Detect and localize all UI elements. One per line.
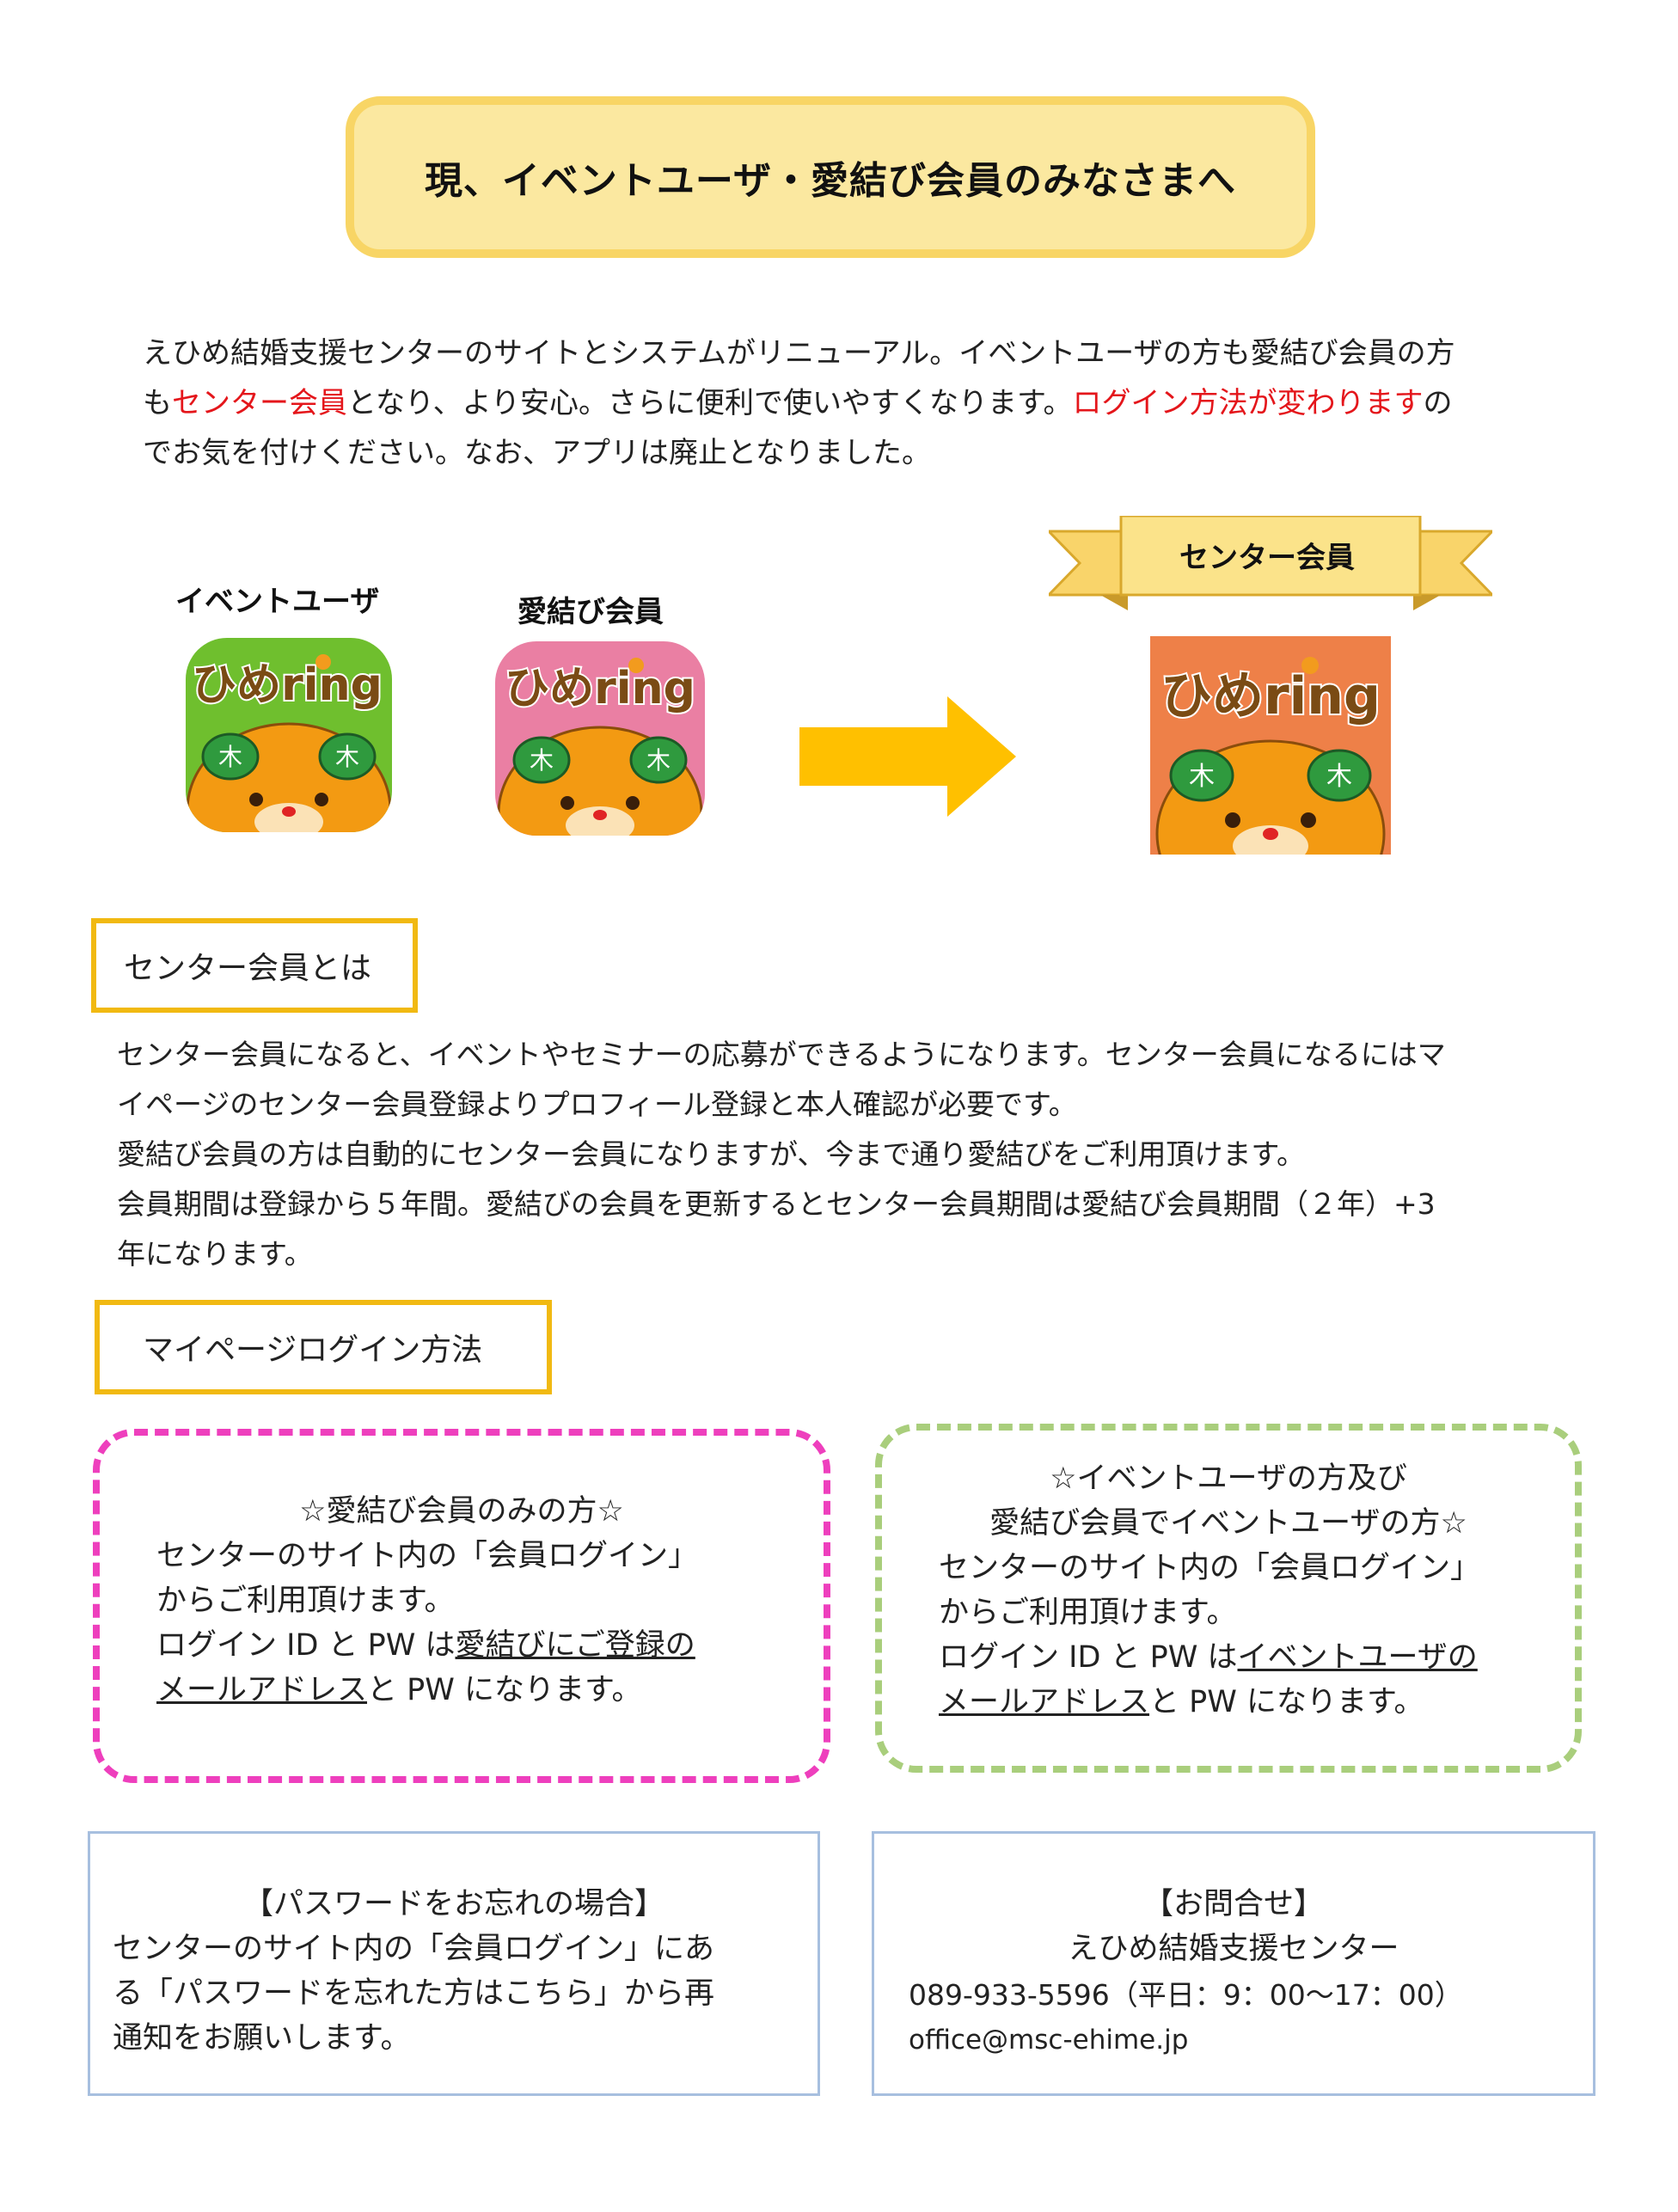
login-instruction-line: からご利用頂けます。 (939, 1596, 1237, 1630)
login-instruction-line: ログイン ID と PW は愛結びにご登録の (156, 1623, 810, 1668)
app-name-text: ひめring (1161, 666, 1381, 726)
svg-text:木: 木 (1326, 762, 1352, 792)
password-help-title: 【パスワードをお忘れの場合】 (242, 1887, 664, 1921)
svg-text:木: 木 (530, 746, 554, 775)
login-id-email: メールアドレス (156, 1673, 368, 1707)
event-user-label: イベントユーザ (175, 585, 380, 619)
intro-text: となり、より安心。さらに便利で使いやすくなります。 (347, 386, 1073, 420)
login-method-heading-text: マイページログイン方法 (143, 1333, 483, 1368)
login-id-source: イベントユーザの (1237, 1640, 1478, 1675)
right-arrow-icon (799, 696, 1016, 817)
svg-text:木: 木 (646, 746, 671, 775)
center-about-line: センター会員になると、イベントやセミナーの応募ができるようになります。センター会… (117, 1038, 1446, 1071)
intro-paragraph: えひめ結婚支援センターのサイトとシステムがリニューアル。イベントユーザの方も愛結… (143, 328, 1552, 478)
password-help-line: 通知をお願いします。 (113, 2021, 411, 2056)
aimusubi-member-label: 愛結び会員 (517, 595, 664, 629)
center-about-body: センター会員になると、イベントやセミナーの応募ができるようになります。センター会… (117, 1030, 1561, 1279)
intro-line-2: もセンター会員となり、より安心。さらに便利で使いやすくなります。ログイン方法が変… (143, 378, 1552, 428)
center-member-app-icon: ひめring 木 木 (1150, 636, 1391, 855)
intro-text: の (1423, 386, 1453, 420)
login-instruction-line: メールアドレスと PW になります。 (939, 1680, 1575, 1725)
intro-line-3: でお気を付けください。なお、アプリは廃止となりました。 (143, 436, 931, 470)
login-id-text: と PW になります。 (1149, 1685, 1424, 1719)
intro-text: も (143, 386, 172, 420)
event-user-title-line: ☆イベントユーザの方及び (1050, 1461, 1407, 1496)
svg-text:木: 木 (1189, 762, 1215, 792)
login-instruction-line: センターのサイト内の「会員ログイン」 (156, 1539, 699, 1573)
password-help-line: る「パスワードを忘れた方はこちら」から再 (113, 1976, 715, 2011)
center-about-line: 愛結び会員の方は自動的にセンター会員になりますが、今まで通り愛結びをご利用頂けま… (117, 1137, 1306, 1171)
aimusubi-only-title: ☆愛結び会員のみの方☆ (299, 1494, 624, 1529)
title-banner: 現、イベントユーザ・愛結び会員のみなさまへ (346, 96, 1315, 258)
login-id-text: と PW になります。 (367, 1673, 642, 1707)
contact-title: 【お問合せ】 (1142, 1887, 1324, 1921)
event-user-login-box: ☆イベントユーザの方及び 愛結び会員でイベントユーザの方☆ センターのサイト内の… (875, 1424, 1582, 1773)
event-user-body: センターのサイト内の「会員ログイン」 からご利用頂けます。 ログイン ID と … (939, 1546, 1575, 1725)
login-id-email: メールアドレス (939, 1685, 1150, 1719)
login-instruction-line: メールアドレスと PW になります。 (156, 1668, 810, 1713)
contact-phone: 089-933-5596（平日：9：00～17：00） (909, 1978, 1463, 2012)
event-user-app-icon: ひめring 木 木 (186, 638, 392, 832)
aimusubi-only-body: センターのサイト内の「会員ログイン」 からご利用頂けます。 ログイン ID と … (156, 1534, 810, 1713)
svg-text:木: 木 (335, 743, 359, 771)
login-instruction-line: センターのサイト内の「会員ログイン」 (939, 1551, 1481, 1585)
aimusubi-only-login-box: ☆愛結び会員のみの方☆ センターのサイト内の「会員ログイン」 からご利用頂けます… (93, 1429, 830, 1783)
ribbon-label: センター会員 (1179, 540, 1355, 575)
login-id-text: ログイン ID と PW は (939, 1640, 1238, 1675)
password-help-line: センターのサイト内の「会員ログイン」にあ (113, 1932, 715, 1966)
page-title: 現、イベントユーザ・愛結び会員のみなさまへ (424, 159, 1237, 203)
login-instruction-line: からご利用頂けます。 (156, 1584, 455, 1618)
center-about-heading-text: センター会員とは (124, 951, 372, 986)
center-about-line: 会員期間は登録から５年間。愛結びの会員を更新するとセンター会員期間は愛結び会員期… (117, 1187, 1436, 1221)
login-method-heading: マイページログイン方法 (95, 1300, 552, 1394)
password-help-body: センターのサイト内の「会員ログイン」にあ る「パスワードを忘れた方はこちら」から… (113, 1927, 809, 2061)
intro-line-1: えひめ結婚支援センターのサイトとシステムがリニューアル。イベントユーザの方も愛結… (143, 336, 1455, 371)
contact-box: 【お問合せ】 えひめ結婚支援センター 089-933-5596（平日：9：00～… (872, 1831, 1595, 2096)
password-help-box: 【パスワードをお忘れの場合】 センターのサイト内の「会員ログイン」にあ る「パス… (88, 1831, 820, 2096)
app-name-text: ひめring (505, 663, 695, 714)
login-instruction-line: ログイン ID と PW はイベントユーザの (939, 1635, 1575, 1680)
login-id-source: 愛結びにご登録の (455, 1628, 695, 1663)
event-user-title-line: 愛結び会員でイベントユーザの方☆ (989, 1506, 1467, 1541)
login-change-highlight: ログイン方法が変わります (1072, 386, 1424, 420)
aimusubi-app-icon: ひめring 木 木 (495, 641, 705, 836)
app-name-text: ひめring (192, 659, 383, 711)
svg-text:木: 木 (218, 743, 242, 771)
contact-email: office@msc-ehime.jp (909, 2025, 1189, 2056)
login-id-text: ログイン ID と PW は (156, 1628, 456, 1663)
center-member-highlight: センター会員 (172, 386, 347, 420)
center-member-ribbon (1049, 516, 1492, 610)
center-about-heading: センター会員とは (91, 918, 418, 1013)
center-about-line: 年になります。 (117, 1237, 313, 1271)
contact-org: えひめ結婚支援センター (1068, 1932, 1399, 1966)
event-user-title: ☆イベントユーザの方及び 愛結び会員でイベントユーザの方☆ (882, 1456, 1575, 1546)
center-about-line: イページのセンター会員登録よりプロフィール登録と本人確認が必要です。 (117, 1088, 1077, 1121)
